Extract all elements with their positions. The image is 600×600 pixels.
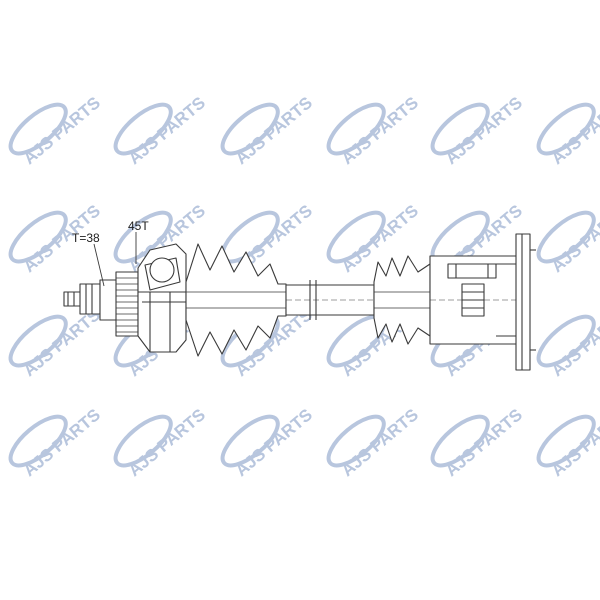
inner-cv-joint xyxy=(429,249,529,351)
hub-stub xyxy=(63,279,125,321)
watermark-swoosh xyxy=(8,314,68,368)
watermark-swoosh xyxy=(220,414,280,468)
watermark-swoosh xyxy=(326,210,386,264)
outer-boot xyxy=(185,243,287,357)
watermark-swoosh xyxy=(8,210,68,264)
watermark-swoosh xyxy=(536,414,596,468)
watermark-swoosh xyxy=(8,102,68,156)
watermark-swoosh xyxy=(220,102,280,156)
abs-ring xyxy=(115,271,139,337)
watermark-swoosh xyxy=(536,314,596,368)
label-teeth-spline: 45T xyxy=(128,219,149,233)
watermark-swoosh xyxy=(326,414,386,468)
watermark-swoosh xyxy=(113,102,173,156)
outer-cv-joint xyxy=(137,243,187,353)
flange xyxy=(515,233,536,371)
watermark-swoosh xyxy=(536,102,596,156)
watermark-swoosh xyxy=(536,210,596,264)
watermark-swoosh xyxy=(113,414,173,468)
watermark-swoosh xyxy=(430,414,490,468)
inner-boot xyxy=(373,255,431,345)
label-teeth-outer: T=38 xyxy=(72,231,100,245)
watermark-swoosh xyxy=(113,210,173,264)
watermark-swoosh xyxy=(430,102,490,156)
shaft xyxy=(285,280,375,320)
watermark-swoosh xyxy=(326,102,386,156)
leader-teeth-outer xyxy=(93,243,105,287)
watermark-swoosh xyxy=(8,414,68,468)
